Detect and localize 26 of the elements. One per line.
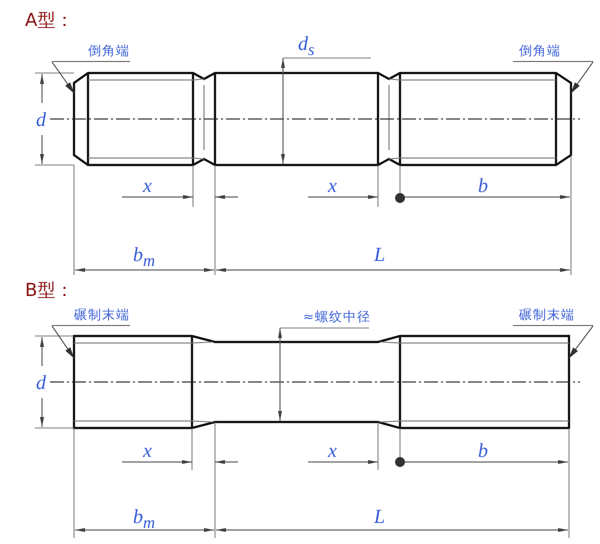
- leader-line: [52, 62, 75, 94]
- callout-text: 倒角端: [519, 43, 561, 60]
- dimension-label: d$_{s}$: [298, 34, 314, 59]
- leader-line: [52, 326, 75, 359]
- dimension-label: x: [143, 176, 152, 196]
- dimension-label: b: [478, 176, 488, 196]
- dimension-label: d: [36, 373, 46, 393]
- stud-drawing: [72, 72, 572, 166]
- stud-drawing: [72, 334, 570, 430]
- dimension-label: x: [143, 441, 152, 461]
- type-heading: A型：: [25, 12, 74, 30]
- dimension-label: ≈螺纹中径: [303, 311, 371, 324]
- leader-line: [570, 62, 594, 94]
- callout-text: 倒角端: [88, 43, 130, 60]
- dimension-label: x: [328, 176, 337, 196]
- type-heading: B型：: [25, 282, 74, 300]
- dimension-label: b: [478, 441, 488, 461]
- callout-text: 碾制末端: [74, 307, 130, 324]
- callout-text: 碾制末端: [519, 307, 575, 324]
- dimension-label: b$_{m}$: [133, 245, 156, 270]
- dimension-label: L: [374, 507, 386, 527]
- dimension-label: L: [374, 245, 386, 265]
- leader-line: [568, 326, 594, 359]
- dimension-label: b$_{m}$: [133, 507, 156, 532]
- dimension-label: d: [36, 110, 46, 130]
- dimension-label: x: [328, 441, 337, 461]
